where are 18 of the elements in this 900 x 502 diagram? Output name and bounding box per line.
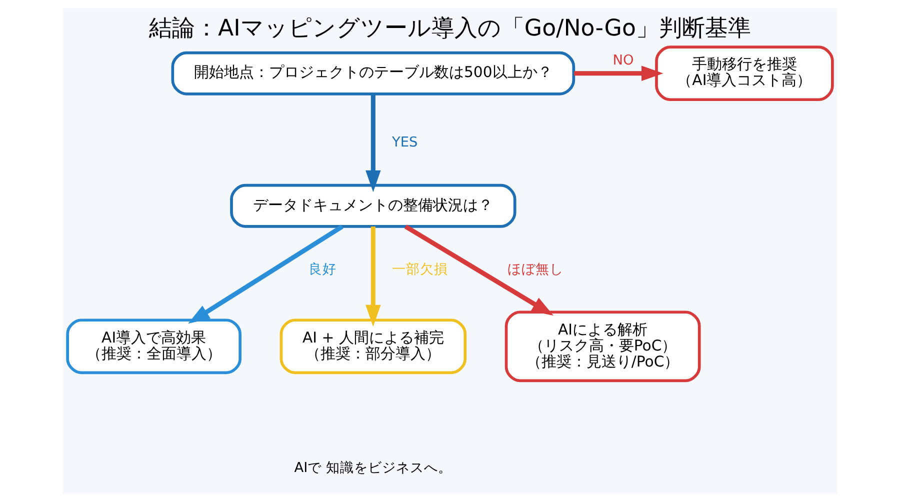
arrow bbox=[404, 224, 554, 316]
arrow bbox=[366, 226, 381, 327]
diagram-title: 結論：AIマッピングツール導入の「Go/No-Go」判断基準 bbox=[149, 16, 751, 42]
arrow bbox=[574, 66, 664, 81]
node-box: AI + 人間による補完 （推奨：部分導入） bbox=[280, 318, 467, 374]
node-box: 手動移行を推奨 （AI導入コスト高） bbox=[655, 46, 834, 102]
arrow bbox=[188, 224, 344, 324]
edge-label: ほぼ無し bbox=[507, 261, 564, 278]
edge-label: YES bbox=[392, 134, 418, 151]
label: AIで 知識をビジネスへ。 bbox=[294, 460, 452, 476]
edge-label: 良好 bbox=[308, 261, 337, 278]
node-box: 開始地点：プロジェクトのテーブル数は500以上か？ bbox=[171, 51, 576, 96]
edge-label: NO bbox=[612, 52, 634, 68]
edge-label: 一部欠損 bbox=[392, 261, 448, 278]
node-box: データドキュメントの整備状況は？ bbox=[230, 184, 516, 228]
arrow bbox=[366, 94, 381, 192]
node-box: AI導入で高効果 （推奨：全面導入） bbox=[66, 318, 242, 374]
node-box: AIによる解析 （リスク高・要PoC） （推奨：見送り/PoC） bbox=[504, 310, 701, 382]
